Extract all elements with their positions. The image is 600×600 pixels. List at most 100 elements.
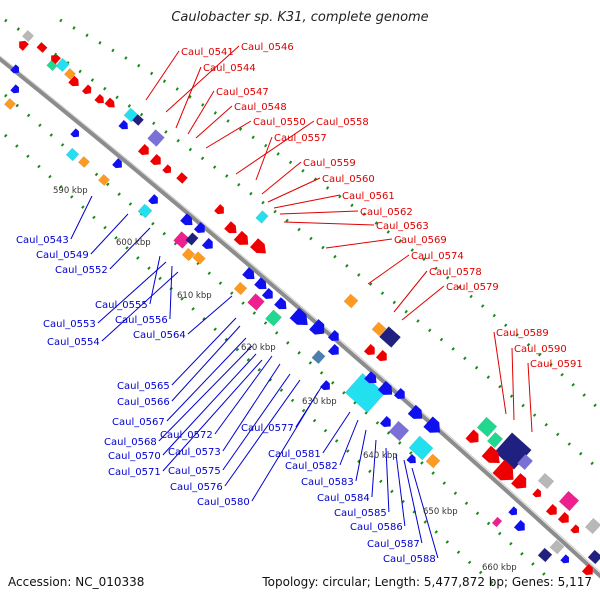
gene-feature[interactable] — [406, 454, 418, 466]
gene-feature[interactable] — [311, 349, 326, 365]
gene-feature[interactable] — [537, 547, 553, 563]
reverse-gene-label[interactable]: Caul_0568 — [104, 437, 157, 448]
reverse-gene-label[interactable]: Caul_0549 — [36, 250, 89, 261]
gene-feature[interactable] — [379, 415, 394, 430]
gene-feature[interactable] — [486, 431, 504, 449]
reverse-gene-label[interactable]: Caul_0575 — [168, 466, 221, 477]
forward-gene-label[interactable]: Caul_0548 — [234, 102, 287, 113]
gene-feature[interactable] — [233, 230, 252, 249]
gene-feature[interactable] — [185, 232, 199, 246]
gene-feature[interactable] — [192, 251, 206, 265]
gene-feature[interactable] — [557, 511, 572, 526]
gene-feature[interactable] — [584, 517, 600, 535]
reverse-gene-label[interactable]: Caul_0577 — [241, 423, 294, 434]
forward-gene-label[interactable]: Caul_0578 — [429, 267, 482, 278]
gene-feature[interactable] — [149, 153, 164, 168]
gene-feature[interactable] — [265, 309, 282, 327]
reverse-gene-label[interactable]: Caul_0554 — [47, 337, 100, 348]
gene-feature[interactable] — [193, 221, 208, 236]
reverse-gene-label[interactable]: Caul_0567 — [112, 417, 165, 428]
gene-feature[interactable] — [408, 435, 434, 461]
gene-feature[interactable] — [407, 404, 426, 423]
forward-gene-label[interactable]: Caul_0590 — [514, 344, 567, 355]
forward-gene-label[interactable]: Caul_0547 — [216, 87, 269, 98]
gene-feature[interactable] — [379, 326, 401, 348]
gene-feature[interactable] — [46, 59, 58, 72]
gene-feature[interactable] — [97, 173, 111, 187]
reverse-gene-label[interactable]: Caul_0587 — [367, 539, 420, 550]
gene-feature[interactable] — [327, 343, 342, 358]
gene-feature[interactable] — [3, 97, 17, 111]
gene-feature[interactable] — [289, 307, 313, 330]
forward-gene-label[interactable]: Caul_0563 — [376, 221, 429, 232]
reverse-gene-label[interactable]: Caul_0555 — [95, 300, 148, 311]
gene-feature[interactable] — [388, 420, 410, 442]
forward-gene-label[interactable]: Caul_0546 — [241, 42, 294, 53]
gene-feature[interactable] — [309, 319, 329, 339]
gene-feature[interactable] — [532, 488, 543, 499]
gene-feature[interactable] — [377, 380, 396, 399]
gene-feature[interactable] — [375, 349, 390, 364]
gene-feature[interactable] — [21, 29, 35, 43]
gene-feature[interactable] — [393, 387, 408, 402]
gene-feature[interactable] — [94, 94, 106, 106]
gene-feature[interactable] — [274, 297, 290, 312]
gene-feature[interactable] — [147, 129, 165, 147]
gene-feature[interactable] — [343, 293, 359, 309]
reverse-gene-label[interactable]: Caul_0552 — [55, 265, 108, 276]
gene-feature[interactable] — [68, 75, 81, 89]
gene-feature[interactable] — [173, 231, 191, 249]
forward-gene-label[interactable]: Caul_0541 — [181, 47, 234, 58]
gene-feature[interactable] — [82, 84, 94, 96]
gene-feature[interactable] — [70, 128, 81, 139]
reverse-gene-label[interactable]: Caul_0588 — [383, 554, 436, 565]
reverse-gene-label[interactable]: Caul_0584 — [317, 493, 370, 504]
reverse-gene-label[interactable]: Caul_0573 — [168, 447, 221, 458]
forward-gene-label[interactable]: Caul_0591 — [530, 359, 583, 370]
gene-feature[interactable] — [587, 549, 600, 565]
gene-feature[interactable] — [242, 267, 258, 282]
gene-feature[interactable] — [465, 429, 483, 447]
gene-feature[interactable] — [423, 416, 444, 437]
reverse-gene-label[interactable]: Caul_0571 — [108, 467, 161, 478]
gene-feature[interactable] — [327, 329, 342, 344]
gene-feature[interactable] — [77, 155, 91, 169]
forward-gene-label[interactable]: Caul_0557 — [274, 133, 327, 144]
gene-feature[interactable] — [137, 203, 153, 219]
gene-feature[interactable] — [492, 459, 520, 487]
gene-feature[interactable] — [581, 563, 596, 578]
reverse-gene-label[interactable]: Caul_0580 — [197, 497, 250, 508]
gene-feature[interactable] — [476, 416, 498, 438]
gene-feature[interactable] — [516, 453, 534, 471]
gene-feature[interactable] — [255, 210, 269, 224]
reverse-gene-label[interactable]: Caul_0570 — [108, 451, 161, 462]
gene-feature[interactable] — [254, 277, 270, 292]
gene-feature[interactable] — [104, 97, 118, 111]
forward-gene-label[interactable]: Caul_0579 — [446, 282, 499, 293]
gene-feature[interactable] — [180, 213, 196, 228]
reverse-gene-label[interactable]: Caul_0564 — [133, 330, 186, 341]
forward-gene-label[interactable]: Caul_0589 — [496, 328, 549, 339]
reverse-gene-label[interactable]: Caul_0553 — [43, 319, 96, 330]
gene-feature[interactable] — [36, 41, 48, 54]
gene-feature[interactable] — [10, 64, 21, 75]
forward-gene-label[interactable]: Caul_0561 — [342, 191, 395, 202]
gene-feature[interactable] — [320, 380, 333, 393]
gene-feature[interactable] — [131, 113, 145, 127]
gene-feature[interactable] — [491, 516, 503, 528]
gene-feature[interactable] — [371, 321, 387, 337]
gene-feature[interactable] — [537, 472, 555, 490]
reverse-gene-label[interactable]: Caul_0566 — [117, 397, 170, 408]
gene-feature[interactable] — [214, 204, 227, 217]
forward-gene-label[interactable]: Caul_0574 — [411, 251, 464, 262]
forward-gene-label[interactable]: Caul_0569 — [394, 235, 447, 246]
gene-feature[interactable] — [201, 237, 216, 252]
gene-feature[interactable] — [16, 38, 29, 51]
gene-feature[interactable] — [112, 158, 125, 171]
gene-feature[interactable] — [570, 524, 581, 535]
gene-feature[interactable] — [118, 120, 130, 132]
gene-feature[interactable] — [558, 490, 580, 512]
gene-feature[interactable] — [344, 372, 386, 414]
gene-feature[interactable] — [545, 503, 560, 518]
gene-feature[interactable] — [481, 445, 505, 468]
